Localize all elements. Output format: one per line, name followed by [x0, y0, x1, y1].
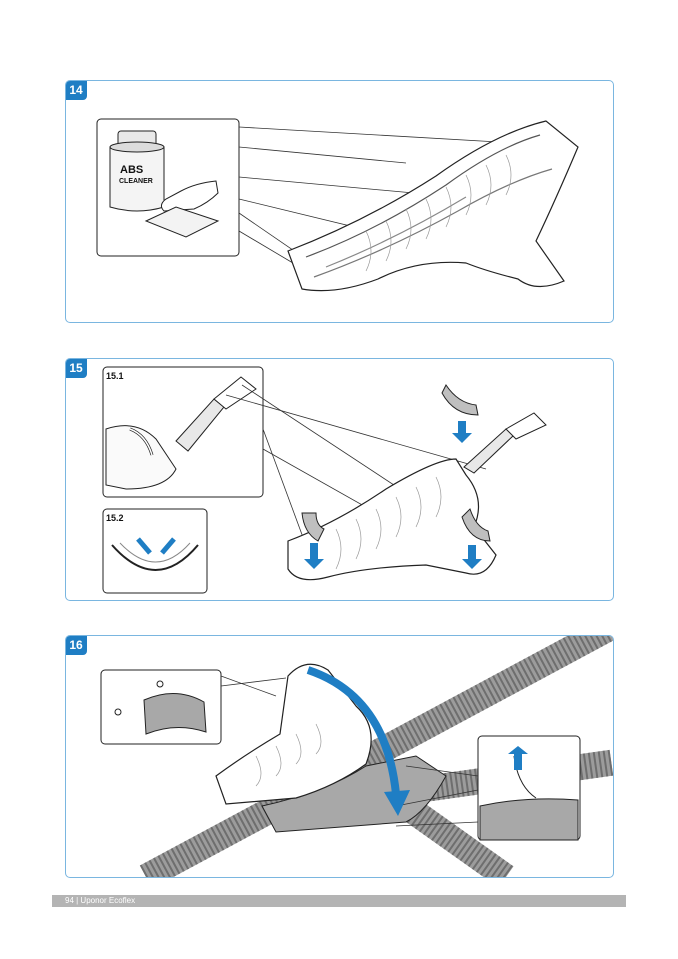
step-16-illustration — [100, 636, 613, 877]
footer-bar: 94 | Uponor Ecoflex — [52, 895, 626, 907]
cleaner-can-label: ABS — [120, 164, 144, 176]
cleaner-can-label-2: CLEANER — [119, 178, 153, 185]
step-15-panel: 15 — [65, 358, 614, 601]
step-number: 14 — [66, 81, 87, 100]
sub-step-15-1: 15.1 — [106, 371, 124, 381]
rotate-arrow — [306, 666, 410, 816]
page-footer: 94 | Uponor Ecoflex — [65, 896, 136, 905]
caulk-gun-icon — [175, 376, 257, 452]
step-15-illustration — [102, 366, 547, 594]
tee-half-shell — [287, 120, 579, 292]
step-14-illustration — [96, 118, 579, 292]
step-14-panel: 14 — [65, 80, 614, 323]
direction-arrows — [304, 421, 482, 569]
step-16-panel: 16 — [65, 635, 614, 878]
lift-arrow — [508, 746, 528, 770]
step-number: 15 — [66, 359, 87, 378]
sub-step-15-2: 15.2 — [106, 513, 124, 523]
step-number: 16 — [66, 636, 87, 655]
